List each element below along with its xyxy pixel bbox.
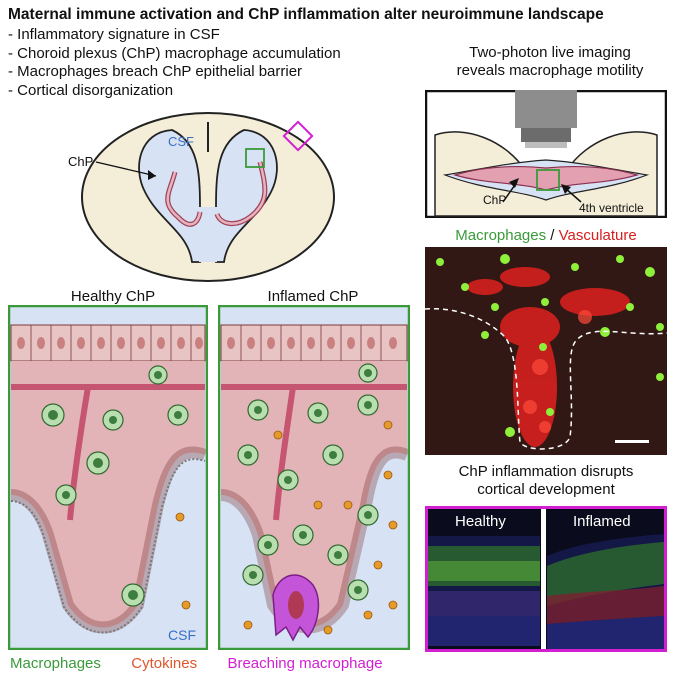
legend-breaching-macrophage: Breaching macrophage <box>227 655 383 672</box>
macrophages-label: Macrophages <box>455 227 547 244</box>
vasculature-label: Vasculature <box>558 227 637 244</box>
cortex-line2: cortical development <box>477 481 615 498</box>
bullet-item: - Inflammatory signature in CSF <box>8 26 220 43</box>
live-imaging-micrograph <box>425 247 667 455</box>
zoom-box-magenta <box>282 120 314 152</box>
cortex-title: ChP inflammation disrupts cortical devel… <box>420 463 672 499</box>
bullet-item: - Cortical disorganization <box>8 81 174 99</box>
micrograph-legend: Macrophages / Vasculature <box>420 227 672 245</box>
legend-separator: / <box>546 227 559 244</box>
two-photon-line2: reveals macrophage motility <box>456 62 644 79</box>
bullet-item: - Macrophages breach ChP epithelial barr… <box>8 63 303 80</box>
two-photon-chp-label: ChP <box>483 193 506 207</box>
two-photon-schematic: ChP 4th ventricle <box>425 90 667 218</box>
csf-panel-label: CSF <box>168 627 196 643</box>
scale-bar <box>615 440 649 443</box>
fourth-ventricle-label: 4th ventricle <box>579 201 644 215</box>
cortex-inflamed-label: Inflamed <box>573 513 631 530</box>
cortex-images: Healthy Inflamed <box>425 506 667 652</box>
two-photon-line1: Two-photon live imaging <box>469 44 631 61</box>
csf-label: CSF <box>168 134 194 149</box>
inflamed-chp-title: Inflamed ChP <box>267 288 359 305</box>
brain-section-diagram: CSF ChP <box>68 112 335 282</box>
two-photon-title: Two-photon live imaging reveals macropha… <box>430 44 670 80</box>
cortex-healthy-label: Healthy <box>455 513 506 530</box>
bullet-item: - Choroid plexus (ChP) macrophage accumu… <box>8 44 341 62</box>
legend: Macrophages Cytokines Breaching macropha… <box>10 655 383 672</box>
inflamed-chp-panel <box>218 305 410 650</box>
healthy-cytokines <box>175 512 191 610</box>
legend-macrophages: Macrophages <box>10 655 101 672</box>
zoom-box-green <box>245 148 265 168</box>
healthy-chp-panel: CSF <box>8 305 208 650</box>
healthy-chp-title: Healthy ChP <box>70 288 156 305</box>
figure-title: Maternal immune activation and ChP infla… <box>8 6 604 23</box>
findings-list: - Inflammatory signature in CSF - Choroi… <box>8 26 341 100</box>
chp-label: ChP <box>68 154 93 169</box>
legend-cytokines: Cytokines <box>131 655 198 672</box>
cortex-line1: ChP inflammation disrupts <box>458 463 634 480</box>
